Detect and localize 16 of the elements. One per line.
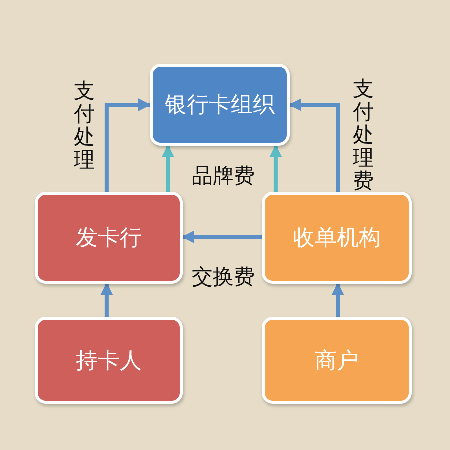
arrow [288,98,340,192]
arrow [100,282,114,317]
arrow [162,144,175,192]
process-box: 银行卡组织 [150,64,290,146]
process-box: 发卡行 [35,192,183,284]
text-label: 品牌费 [192,165,255,188]
arrow [332,282,344,317]
text-label: 支付处理费 [353,78,375,194]
process-box: 收单机构 [262,192,412,284]
process-box: 持卡人 [35,317,183,404]
process-box: 商户 [262,317,412,404]
arrow [270,144,282,192]
text-label: 支付处理 [74,80,96,172]
arrow [182,230,262,244]
text-label: 交换费 [192,266,255,288]
arrow [104,98,152,192]
